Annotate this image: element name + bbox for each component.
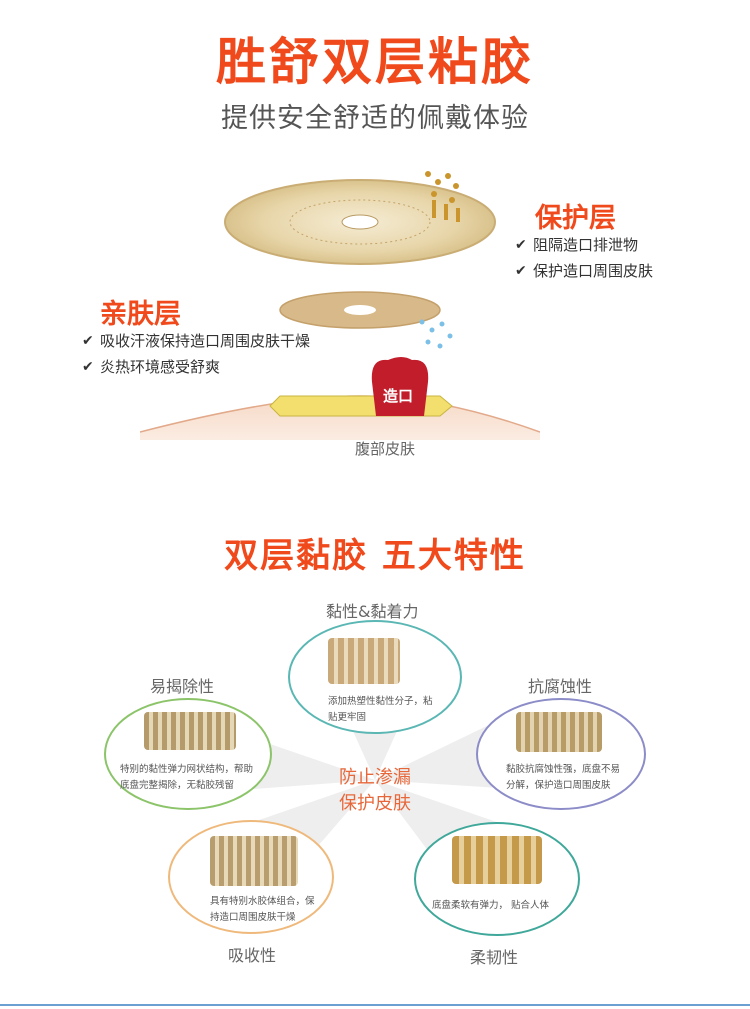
- feature-circle-peelable: 特别的黏性弹力网状结构，帮助底盘完整揭除，无黏胶残留: [104, 698, 272, 810]
- check-icon: ✔: [82, 333, 94, 349]
- page-subtitle: 提供安全舒适的佩戴体验: [221, 103, 529, 134]
- sweat-drops: [419, 319, 453, 349]
- feature-label-adhesion: 黏性&黏着力: [326, 602, 419, 621]
- stoma-shape: [371, 357, 429, 416]
- list-item: ✔吸收汗液保持造口周围皮肤干燥: [82, 328, 310, 354]
- feature-desc: 具有特别水胶体组合，保持造口周围皮肤干燥: [210, 896, 315, 923]
- features-title: 双层黏胶 五大特性: [224, 536, 526, 576]
- skin-label: 腹部皮肤: [355, 440, 416, 458]
- bottom-divider: [0, 1004, 750, 1006]
- feature-desc: 添加热塑性黏性分子，粘贴更牢固: [328, 696, 433, 723]
- page-title: 胜舒双层粘胶: [216, 33, 534, 91]
- list-item: ✔炎热环境感受舒爽: [82, 354, 310, 380]
- layer-diagram: [140, 171, 540, 440]
- feature-label-peelable: 易揭除性: [150, 677, 215, 696]
- feature-desc: 黏胶抗腐蚀性强，底盘不易分解，保护造口周围皮肤: [506, 764, 621, 791]
- protect-layer-title: 保护层: [535, 203, 616, 234]
- check-icon: ✔: [82, 359, 94, 375]
- stoma-label: 造口: [382, 387, 413, 405]
- list-item: ✔保护造口周围皮肤: [515, 258, 653, 284]
- flexible-image: [452, 836, 542, 884]
- check-icon: ✔: [515, 237, 527, 253]
- feature-desc: 底盘柔软有弹力， 贴合人体: [432, 900, 550, 911]
- feature-circle-corrosion: 黏胶抗腐蚀性强，底盘不易分解，保护造口周围皮肤: [476, 698, 646, 810]
- skin-layer-title: 亲肤层: [100, 299, 181, 330]
- feature-label-corrosion: 抗腐蚀性: [528, 677, 593, 696]
- excrement-particles: [425, 171, 459, 203]
- list-item: ✔阻隔造口排泄物: [515, 232, 653, 258]
- feature-label-flexible: 柔韧性: [470, 948, 519, 967]
- peelable-image: [144, 712, 236, 750]
- feature-circle-absorb: 具有特别水胶体组合，保持造口周围皮肤干燥: [168, 820, 334, 934]
- skin-layer-list: ✔吸收汗液保持造口周围皮肤干燥 ✔炎热环境感受舒爽: [82, 328, 310, 380]
- absorb-image: [210, 836, 298, 886]
- protect-layer-list: ✔阻隔造口排泄物 ✔保护造口周围皮肤: [515, 232, 653, 284]
- center-text: 防止渗漏 保护皮肤: [339, 767, 411, 814]
- feature-desc: 特别的黏性弹力网状结构，帮助底盘完整揭除，无黏胶残留: [120, 764, 254, 791]
- feature-circle-flexible: 底盘柔软有弹力， 贴合人体: [414, 822, 580, 936]
- corrosion-image: [516, 712, 602, 752]
- feature-label-absorb: 吸收性: [228, 946, 277, 965]
- check-icon: ✔: [515, 263, 527, 279]
- adhesion-image: [328, 638, 400, 684]
- feature-circle-adhesion: 添加热塑性黏性分子，粘贴更牢固: [288, 620, 462, 734]
